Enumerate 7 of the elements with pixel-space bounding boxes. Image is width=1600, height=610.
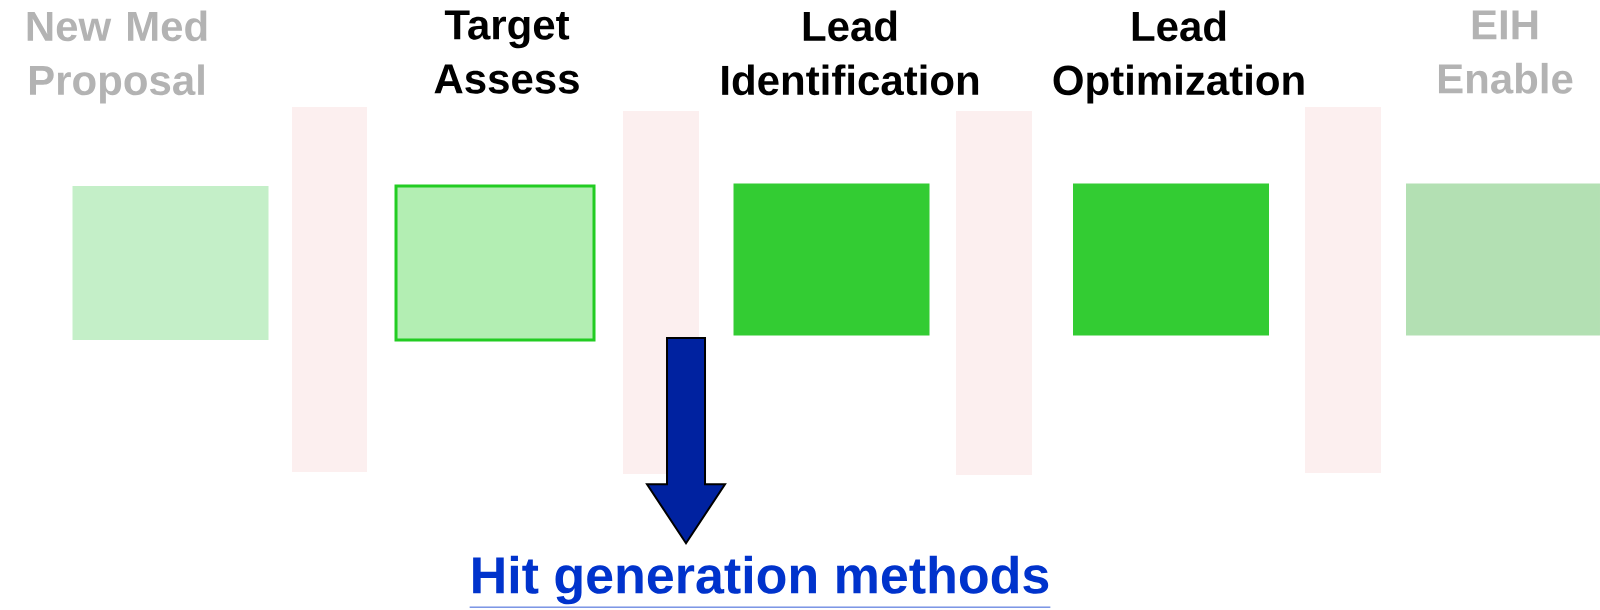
stage-heading: Lead Optimization [1053, 10, 1304, 104]
stage-heading: EIH Enable [1438, 10, 1573, 94]
stage-heading: Lead Identification [722, 10, 979, 96]
block-arrow [645, 337, 727, 546]
stage-heading: Target Assess [434, 10, 579, 94]
stage-heading: New Med Proposal [27, 10, 207, 104]
link-text: Hit generation methods [469, 555, 1051, 608]
